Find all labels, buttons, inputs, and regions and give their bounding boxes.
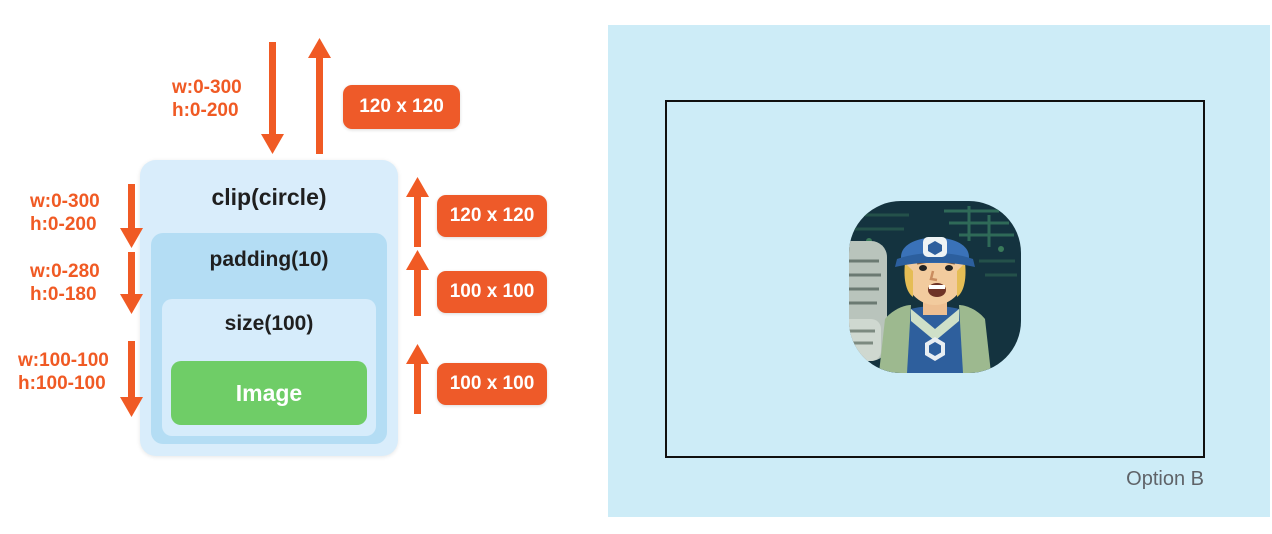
constraint-padding-width: w:0-280 (30, 261, 100, 282)
size-badge-clip: 120 x 120 (437, 195, 547, 237)
clip-box-label: clip(circle) (211, 184, 327, 210)
image-box-label: Image (235, 379, 303, 406)
constraint-label-top: w:0-300 h:0-200 (172, 76, 242, 122)
constraint-top-height: h:0-200 (172, 100, 239, 121)
constraint-size-height: h:100-100 (18, 373, 106, 394)
arrow-up-icon (406, 177, 429, 247)
image-box: Image (171, 361, 367, 425)
constraint-top-width: w:0-300 (172, 77, 242, 98)
constraint-clip-height: h:0-200 (30, 214, 97, 235)
arrow-down-icon (261, 42, 284, 154)
constraint-label-padding: w:0-280 h:0-180 (30, 260, 100, 306)
arrow-up-icon (406, 250, 429, 316)
size-badge-size: 100 x 100 (437, 363, 547, 405)
arrow-up-icon (308, 38, 331, 154)
constraint-label-size: w:100-100 h:100-100 (18, 349, 109, 395)
option-label: Option B (1126, 468, 1204, 490)
clipped-character-image (849, 201, 1021, 373)
constraint-size-width: w:100-100 (18, 350, 109, 371)
constraint-label-clip: w:0-300 h:0-200 (30, 190, 100, 236)
size-badge-top: 120 x 120 (343, 85, 460, 129)
size-badge-padding: 100 x 100 (437, 271, 547, 313)
padding-box-label: padding(10) (209, 248, 329, 271)
size-box-label: size(100) (224, 312, 314, 335)
arrow-up-icon (406, 344, 429, 414)
preview-frame (665, 100, 1205, 458)
arrow-down-icon (120, 252, 143, 314)
constraint-clip-width: w:0-300 (30, 191, 100, 212)
arrow-down-icon (120, 184, 143, 248)
constraint-padding-height: h:0-180 (30, 284, 97, 305)
arrow-down-icon (120, 341, 143, 417)
